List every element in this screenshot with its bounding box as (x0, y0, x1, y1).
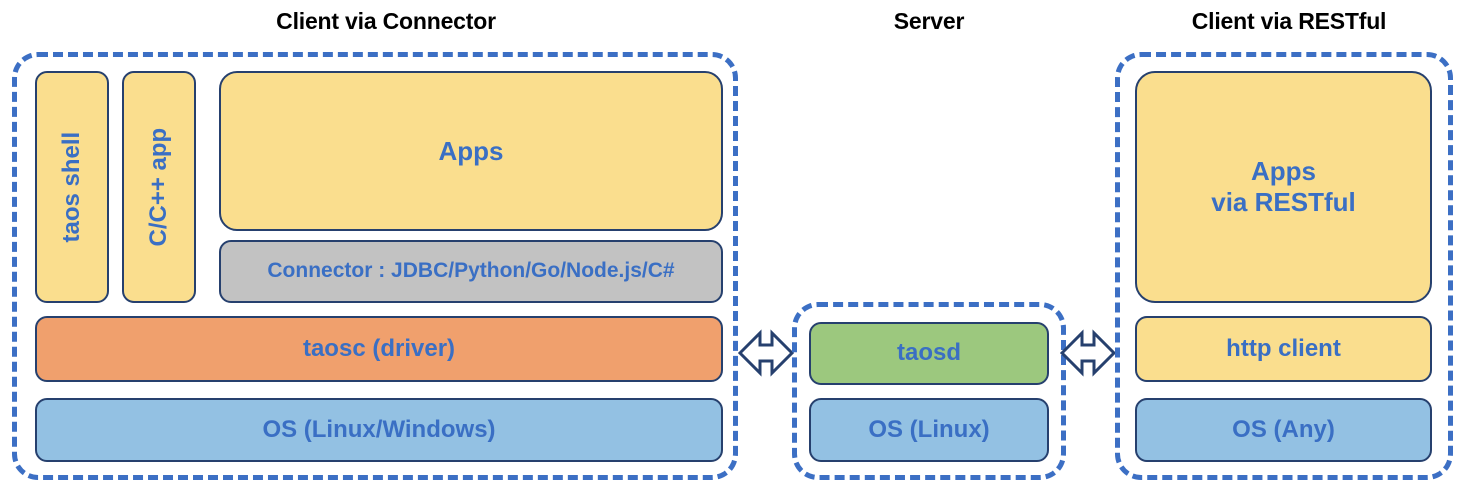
double-headed-arrow-right (1060, 322, 1116, 384)
block-c-cpp-app[interactable]: C/C++ app (122, 71, 196, 303)
block-os-linux-windows-label: OS (Linux/Windows) (262, 415, 496, 443)
panel-title-client-restful: Client via RESTful (1191, 8, 1387, 34)
block-os-linux-label: OS (Linux) (868, 415, 990, 443)
block-c-cpp-app-label: C/C++ app (144, 127, 172, 247)
block-os-any[interactable]: OS (Any) (1135, 398, 1432, 462)
block-os-any-label: OS (Any) (1232, 415, 1335, 443)
double-headed-arrow-left (738, 322, 794, 384)
block-os-linux-windows[interactable]: OS (Linux/Windows) (35, 398, 723, 462)
block-taosc-driver-label: taosc (driver) (302, 334, 456, 362)
block-taos-shell[interactable]: taos shell (35, 71, 109, 303)
server-group (792, 302, 1066, 480)
panel-title-client-connector: Client via Connector (276, 8, 496, 34)
block-apps-via-restful-label-line2: via RESTful (1211, 187, 1356, 217)
panel-title-server: Server (893, 8, 965, 34)
client-restful-group (1115, 52, 1453, 480)
block-taosc-driver[interactable]: taosc (driver) (35, 316, 723, 382)
block-apps-via-restful-label-line1: Apps (1251, 156, 1316, 187)
block-taosd-label: taosd (896, 339, 961, 367)
block-os-linux[interactable]: OS (Linux) (809, 398, 1049, 462)
block-http-client[interactable]: http client (1135, 316, 1432, 382)
block-taosd[interactable]: taosd (809, 322, 1049, 385)
block-apps-label: Apps (438, 135, 504, 166)
block-taos-shell-label: taos shell (57, 131, 85, 243)
block-apps[interactable]: Apps (219, 71, 723, 231)
block-http-client-label: http client (1226, 334, 1341, 362)
block-connector[interactable]: Connector : JDBC/Python/Go/Node.js/C# (219, 240, 723, 303)
block-connector-label: Connector : JDBC/Python/Go/Node.js/C# (267, 259, 675, 283)
client-connector-group (12, 52, 738, 480)
block-apps-via-restful[interactable]: Apps via RESTful (1135, 71, 1432, 303)
